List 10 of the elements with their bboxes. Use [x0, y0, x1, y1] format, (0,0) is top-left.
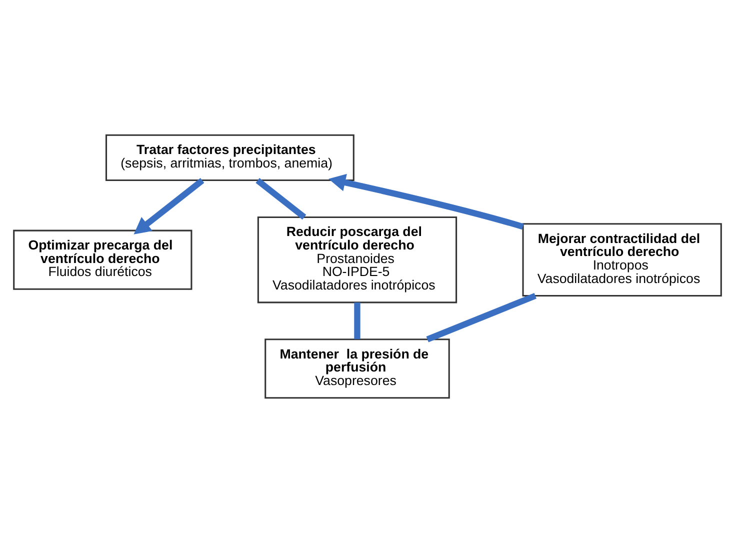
- node-box: Mejorar contractilidad del ventrículo derecho Inotropos Vasodilatadores inotrópicos: [522, 223, 722, 297]
- connector: [426, 292, 536, 342]
- connector: [255, 178, 306, 220]
- arrow: [133, 178, 204, 234]
- arrow: [328, 174, 524, 230]
- connector: [354, 302, 360, 340]
- node-box: Reducir poscarga del ventrículo derecho Prostanoides NO-IPDE-5 Vasodilatadores inotrópicos: [256, 216, 457, 304]
- node-box: Mantener la presión de perfusión Vasopresores: [264, 338, 450, 399]
- node-box: Optimizar precarga del ventrículo derecho Fluidos diuréticos: [12, 230, 192, 290]
- node-box: Tratar factores precipitantes (sepsis, arritmias, trombos, anemia): [104, 134, 354, 182]
